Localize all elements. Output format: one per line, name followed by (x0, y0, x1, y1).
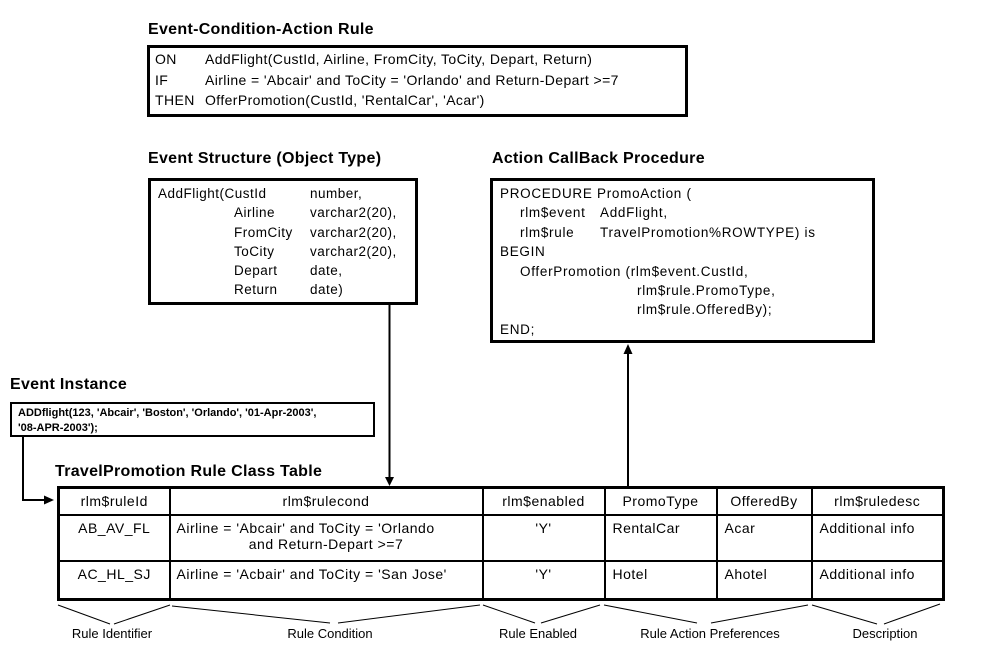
event-structure-field: AddFlight(CustId number, (158, 184, 415, 203)
field-type: number, (310, 186, 363, 201)
header-rulecond: rlm$rulecond (168, 486, 484, 516)
field-name: AddFlight(CustId (158, 186, 267, 201)
header-enabled: rlm$enabled (481, 486, 606, 516)
callback-param-name: rlm$rule (520, 224, 575, 240)
event-structure-title: Event Structure (Object Type) (148, 150, 382, 167)
cell-offeredby: Ahotel (715, 559, 813, 601)
callback-code-line: rlm$event AddFlight, (500, 203, 872, 222)
callback-param-name: rlm$event (520, 205, 586, 221)
callback-code-line: PROCEDURE PromoAction ( (500, 186, 692, 201)
field-name: Depart (234, 263, 278, 279)
field-name: FromCity (234, 224, 293, 240)
event-instance-box: ADDflight(123, 'Abcair', 'Boston', 'Orla… (10, 402, 375, 437)
header-offeredby: OfferedBy (715, 486, 813, 516)
condition-line1: Airline = 'Abcair' and ToCity = 'Orlando (176, 519, 435, 536)
eca-if-text: Airline = 'Abcair' and ToCity = 'Orlando… (205, 71, 619, 88)
condition-line2: and Return-Depart >=7 (248, 535, 404, 552)
cell-ruledesc: Additional info (810, 513, 945, 562)
field-name: ToCity (234, 243, 275, 259)
arrow-event-instance-to-table (22, 437, 54, 505)
event-instance-title: Event Instance (10, 376, 128, 393)
table-row: AC_HL_SJ Airline = 'Acbair' and ToCity =… (57, 559, 945, 601)
action-callback-box: PROCEDURE PromoAction ( rlm$event AddFli… (490, 178, 875, 343)
label-rule-enabled: Rule Enabled (498, 626, 578, 641)
cell-ruleid: AB_AV_FL (57, 513, 171, 562)
cell-ruleid: AC_HL_SJ (57, 559, 171, 601)
callback-code-line: rlm$rule.PromoType, (637, 283, 776, 299)
cell-promotype: Hotel (603, 559, 718, 601)
callback-code-line: BEGIN (500, 244, 546, 260)
callback-code-line: rlm$rule TravelPromotion%ROWTYPE) is (500, 223, 872, 242)
rule-class-table: rlm$ruleId rlm$rulecond rlm$enabled Prom… (57, 486, 945, 601)
event-instance-line1: ADDflight(123, 'Abcair', 'Boston', 'Orla… (18, 407, 317, 419)
eca-on-keyword: ON (155, 51, 177, 67)
event-instance-line2: '08-APR-2003'); (18, 422, 98, 434)
table-header-row: rlm$ruleId rlm$rulecond rlm$enabled Prom… (57, 486, 945, 516)
cell-enabled: 'Y' (481, 513, 606, 562)
field-type: varchar2(20), (310, 224, 397, 240)
condition-line1: Airline = 'Acbair' and ToCity = 'San Jos… (176, 565, 447, 582)
callout-lines (57, 603, 941, 625)
header-ruledesc: rlm$ruledesc (810, 486, 945, 516)
field-type: date, (310, 263, 343, 279)
arrow-table-to-callback (623, 344, 633, 486)
event-structure-box: AddFlight(CustId number, Airline varchar… (148, 178, 418, 305)
cell-enabled: 'Y' (481, 559, 606, 601)
field-type: varchar2(20), (310, 205, 397, 221)
event-structure-field: Depart date, (158, 261, 415, 280)
callback-param-type: AddFlight, (600, 205, 668, 221)
eca-if-line: IF Airline = 'Abcair' and ToCity = 'Orla… (155, 70, 681, 91)
callback-code-line: END; (500, 321, 536, 337)
cell-promotype: RentalCar (603, 513, 718, 562)
field-type: varchar2(20), (310, 243, 397, 259)
rule-class-table-title: TravelPromotion Rule Class Table (55, 463, 323, 480)
event-structure-field: ToCity varchar2(20), (158, 242, 415, 261)
action-callback-title: Action CallBack Procedure (492, 150, 705, 167)
header-promotype: PromoType (603, 486, 718, 516)
label-rule-action-preferences: Rule Action Preferences (640, 626, 780, 641)
event-structure-field: Airline varchar2(20), (158, 203, 415, 222)
eca-on-text: AddFlight(CustId, Airline, FromCity, ToC… (205, 51, 593, 67)
cell-rulecond: Airline = 'Abcair' and ToCity = 'Orlando… (168, 513, 484, 562)
label-rule-condition: Rule Condition (287, 626, 373, 641)
eca-rule-box: ON AddFlight(CustId, Airline, FromCity, … (147, 45, 688, 117)
field-name: Return (234, 282, 278, 298)
cell-offeredby: Acar (715, 513, 813, 562)
cell-ruledesc: Additional info (810, 559, 945, 601)
header-ruleid: rlm$ruleId (57, 486, 171, 516)
callback-code-line: OfferPromotion (rlm$event.CustId, (520, 263, 749, 279)
eca-then-keyword: THEN (155, 92, 195, 108)
callback-param-type: TravelPromotion%ROWTYPE) is (600, 224, 816, 240)
field-name: Airline (234, 205, 276, 221)
event-structure-field: Return date) (158, 280, 415, 299)
field-type: date) (310, 282, 344, 298)
eca-then-text: OfferPromotion(CustId, 'RentalCar', 'Aca… (205, 92, 485, 108)
cell-rulecond: Airline = 'Acbair' and ToCity = 'San Jos… (168, 559, 484, 601)
event-structure-field: FromCity varchar2(20), (158, 223, 415, 242)
callback-code-line: rlm$rule.OfferedBy); (637, 302, 773, 318)
label-description: Description (852, 626, 918, 641)
table-row: AB_AV_FL Airline = 'Abcair' and ToCity =… (57, 513, 945, 562)
eca-on-line: ON AddFlight(CustId, Airline, FromCity, … (155, 49, 681, 70)
eca-then-line: THEN OfferPromotion(CustId, 'RentalCar',… (155, 90, 681, 111)
eca-rule-title: Event-Condition-Action Rule (148, 21, 374, 38)
label-rule-identifier: Rule Identifier (71, 626, 153, 641)
arrow-event-structure-to-table (385, 305, 394, 486)
eca-if-keyword: IF (155, 71, 169, 88)
